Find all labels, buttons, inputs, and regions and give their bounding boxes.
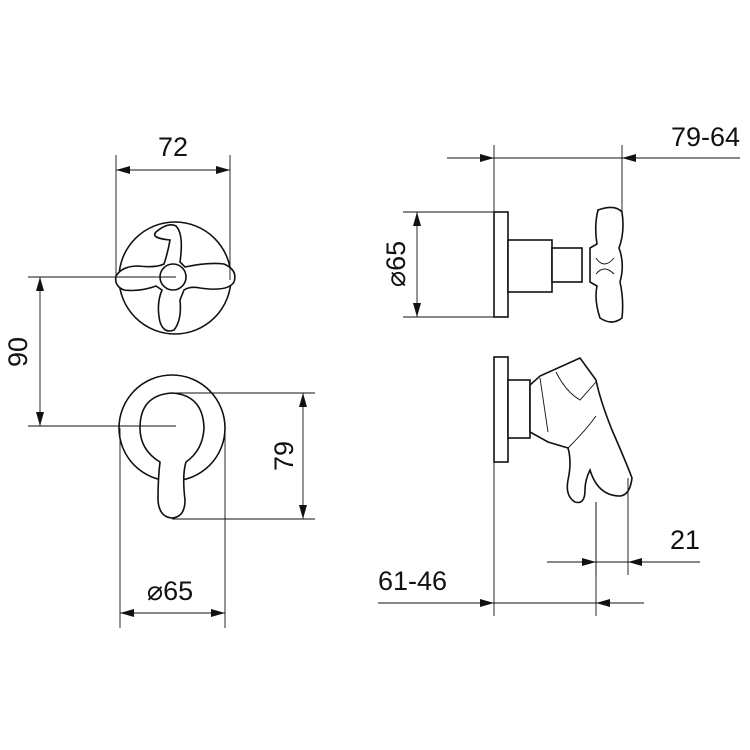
dim-label-diameter-65-side: ⌀65	[381, 241, 411, 287]
dimension-61-46: 61-46	[378, 462, 644, 616]
dim-label-61-46: 61-46	[378, 566, 447, 596]
dim-label-90: 90	[3, 337, 33, 367]
dim-label-21: 21	[670, 525, 700, 555]
dimension-diameter-65-front: ⌀65	[119, 428, 226, 628]
side-view-cross-handle	[493, 206, 624, 323]
dimension-21: 21	[547, 478, 700, 575]
dimension-diameter-65-side: ⌀65	[381, 211, 500, 318]
dim-label-79-64: 79-64	[671, 122, 740, 152]
dimension-72: 72	[115, 132, 231, 280]
side-view-lever-handle	[493, 356, 633, 504]
dimension-79-64: 79-64	[447, 122, 740, 212]
dimension-90: 90	[3, 276, 176, 427]
dim-label-72: 72	[158, 132, 188, 162]
front-view-cross-handle	[114, 221, 236, 335]
dim-label-diameter-65-front: ⌀65	[147, 576, 193, 606]
dimension-79: 79	[172, 392, 315, 520]
dim-label-79: 79	[269, 441, 299, 471]
front-view-lever-handle	[118, 374, 226, 519]
